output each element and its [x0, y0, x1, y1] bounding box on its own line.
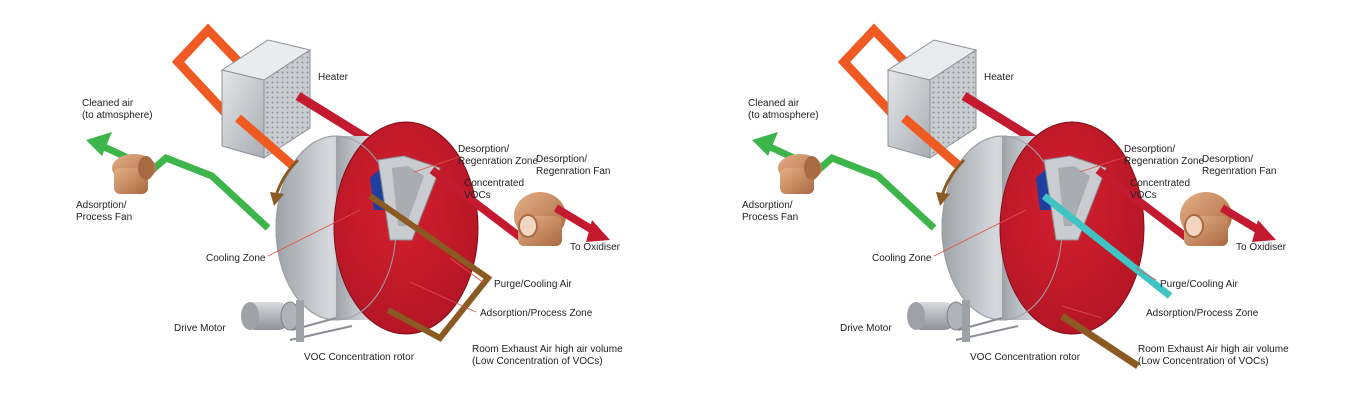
concentrated-voc-duct [1095, 166, 1193, 244]
cleaned-air-label-line-1: Cleaned air [748, 98, 800, 109]
rotor-label: VOC Concentration rotor [304, 352, 415, 363]
adsorption-zone-label: Adsorption/Process Zone [1146, 308, 1259, 319]
drive-motor [241, 301, 300, 331]
room-exhaust-label-line-1: Room Exhaust Air high air volume [1138, 344, 1289, 355]
heater-label: Heater [318, 72, 349, 83]
desorption-zone-label-line-2: Regenration Zone [458, 156, 538, 167]
oxidiser-duct [1219, 204, 1265, 236]
adsorption-fan-label-line-1: Adsorption/ [76, 200, 127, 211]
cleaned-air-label-line-1: Cleaned air [82, 98, 134, 109]
oxidiser-duct [553, 204, 599, 236]
purge-air-label: Purge/Cooling Air [494, 279, 572, 290]
to-oxidiser-label: To Oxidiser [570, 242, 621, 253]
rotor-stand [962, 300, 970, 342]
room-exhaust-label-line-2: (Low Concentration of VOCs) [1138, 356, 1269, 367]
rotor-label: VOC Concentration rotor [970, 352, 1081, 363]
desorption-zone-label-line-2: Regenration Zone [1124, 156, 1204, 167]
cooling-zone-label: Cooling Zone [206, 253, 266, 264]
desorption-fan-label-line-1: Desorption/ [1202, 154, 1253, 165]
drive-motor-label: Drive Motor [174, 323, 226, 334]
adsorption-fan-label-line-2: Process Fan [76, 212, 132, 223]
leader-lines [933, 155, 1157, 319]
desorption-fan-label-line-1: Desorption/ [536, 154, 587, 165]
purge-air-duct [1041, 193, 1173, 299]
adsorption-fan-label-line-2: Process Fan [742, 212, 798, 223]
oxidiser-arrow [1252, 220, 1276, 242]
desorption-fan-label-line-2: Regenration Fan [1202, 166, 1277, 177]
to-oxidiser-label: To Oxidiser [1236, 242, 1287, 253]
rotation-arrowhead [936, 192, 950, 206]
adsorption-zone-label: Adsorption/Process Zone [480, 308, 593, 319]
regeneration-loop-duct [837, 23, 932, 124]
adsorption-fan-label-line-1: Adsorption/ [742, 200, 793, 211]
regeneration-loop-duct [171, 23, 266, 124]
regeneration-loop-return [901, 114, 969, 176]
voc-rotor [941, 121, 1145, 335]
purge-air-label: Purge/Cooling Air [1160, 279, 1238, 290]
rotor-stand [296, 300, 304, 342]
desorption-fan-label-line-2: Regenration Fan [536, 166, 611, 177]
room-exhaust-label-line-2: (Low Concentration of VOCs) [472, 356, 603, 367]
room-exhaust-label-line-1: Room Exhaust Air high air volume [472, 344, 623, 355]
desorption-zone-label-line-1: Desorption/ [1124, 144, 1175, 155]
rotation-arrow [940, 158, 966, 197]
voc-rotor [275, 121, 479, 335]
leader-lines [267, 155, 485, 313]
rotation-arrow [274, 158, 300, 197]
oxidiser-arrow [586, 220, 610, 242]
adsorption-fan [778, 154, 822, 194]
cooling-zone-label: Cooling Zone [872, 253, 932, 264]
concentrated-vocs-label-line-2: VOCs [464, 190, 491, 201]
concentrated-vocs-label-line-2: VOCs [1130, 190, 1157, 201]
cleaned-air-arrow [86, 132, 112, 156]
cleaned-air-label-line-2: (to atmosphere) [82, 110, 153, 121]
cleaned-air-arrow [752, 132, 778, 156]
cleaned-air-duct [147, 153, 271, 231]
heater-label: Heater [984, 72, 1015, 83]
adsorption-fan [112, 154, 156, 194]
rotation-arrowhead [270, 192, 284, 206]
desorption-fan [514, 192, 566, 246]
room-exhaust-duct [1060, 313, 1140, 369]
desorption-fan [1180, 192, 1232, 246]
drive-motor-label: Drive Motor [840, 323, 892, 334]
desorption-zone-label-line-1: Desorption/ [458, 144, 509, 155]
drive-motor [907, 301, 966, 331]
cleaned-air-label-line-2: (to atmosphere) [748, 110, 819, 121]
concentrated-voc-duct [429, 166, 527, 244]
cleaned-air-duct [813, 153, 937, 231]
concentrated-vocs-label-line-1: Concentrated [1130, 178, 1190, 189]
regeneration-loop-return [235, 114, 303, 176]
purge-air-duct [368, 193, 493, 342]
concentrated-vocs-label-line-1: Concentrated [464, 178, 524, 189]
